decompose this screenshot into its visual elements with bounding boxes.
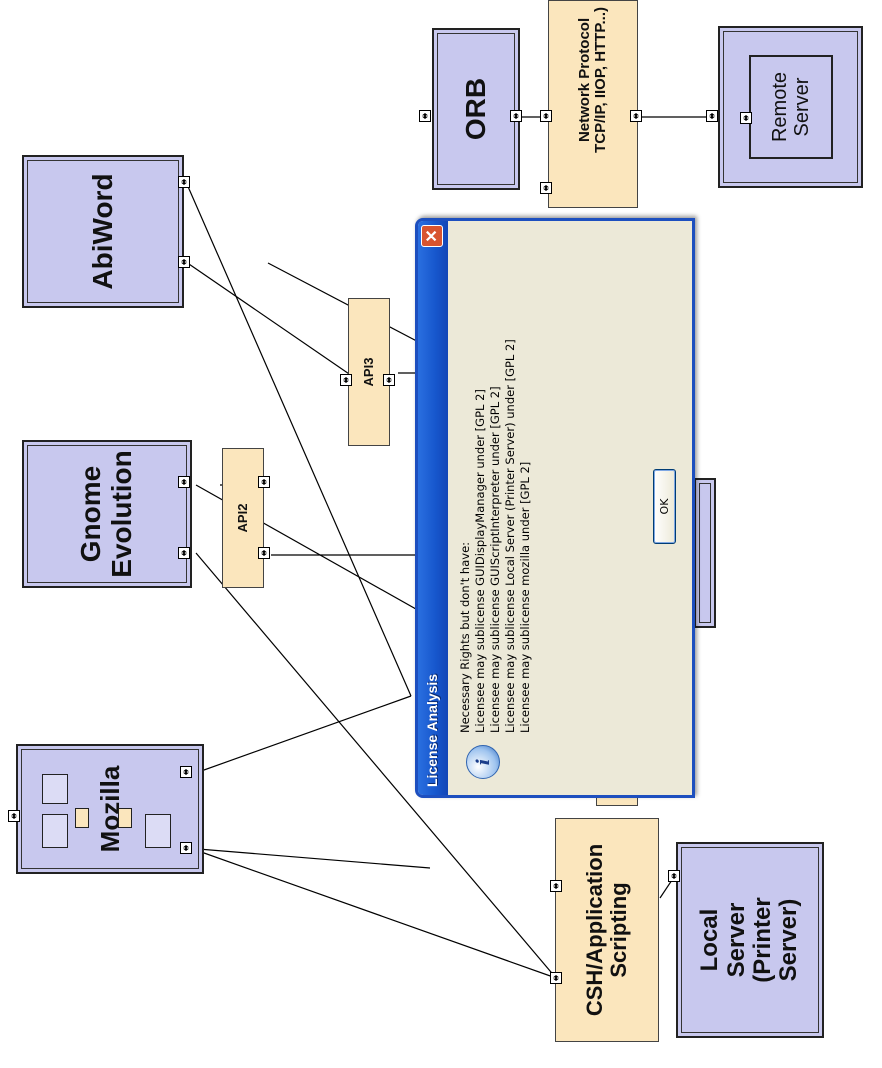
gnome-evolution-component[interactable]: Gnome Evolution	[22, 440, 192, 588]
orb-port-1[interactable]	[510, 110, 522, 122]
network-protocol-label: Network Protocol	[575, 17, 593, 143]
hidden-component	[694, 478, 716, 628]
api2-interface[interactable]: API2	[222, 448, 264, 588]
mozilla-port-top[interactable]	[180, 842, 192, 854]
server-label-1: Server	[722, 902, 750, 978]
csh-port-1[interactable]	[550, 972, 562, 984]
message-line: Licensee may sublicense mozilla under [G…	[518, 461, 532, 733]
evolution-label: Evolution	[106, 450, 137, 578]
remote-server-inner-port[interactable]	[740, 112, 752, 124]
mozilla-component[interactable]: Mozilla	[16, 744, 204, 874]
local-server-component[interactable]: Local Server (Printer Server)	[676, 842, 824, 1038]
gnome-label: Gnome	[75, 465, 107, 563]
network-protocol-sublabel: TCP/IP, IIOP, HTTP...)	[592, 7, 609, 153]
mozilla-inner-interface-2	[118, 808, 132, 828]
csh-label: CSH/Application	[581, 843, 607, 1017]
remote-server-port[interactable]	[706, 110, 718, 122]
api2-port-1[interactable]	[258, 547, 270, 559]
info-icon: i	[466, 745, 500, 779]
orb-component[interactable]: ORB	[432, 28, 520, 190]
csh-port-2[interactable]	[550, 880, 562, 892]
api2-port-2[interactable]	[258, 476, 270, 488]
local-server-port[interactable]	[668, 870, 680, 882]
abiword-port-1[interactable]	[178, 256, 190, 268]
license-analysis-dialog: License Analysis ✕ i Necessary Rights bu…	[415, 218, 695, 798]
mozilla-inner-interface-1	[75, 808, 89, 828]
api3-interface[interactable]: API3	[348, 298, 390, 446]
mozilla-port-bottom[interactable]	[180, 766, 192, 778]
api3-port-2[interactable]	[383, 374, 395, 386]
csh-scripting-interface[interactable]: CSH/Application Scripting	[555, 818, 659, 1042]
message-line: Necessary Rights but don't have:	[458, 541, 472, 733]
api2-label: API2	[234, 503, 250, 533]
server-label: Server	[790, 77, 813, 137]
close-button[interactable]: ✕	[421, 225, 443, 247]
message-line: Licensee may sublicense Local Server (Pr…	[503, 339, 517, 733]
ok-button[interactable]: OK	[653, 469, 676, 544]
api3-port-1[interactable]	[340, 374, 352, 386]
gnome-port-2[interactable]	[178, 476, 190, 488]
remote-server-component[interactable]: Remote Server	[718, 26, 863, 188]
api3-label: API3	[360, 357, 376, 387]
mozilla-inner-box-3	[145, 814, 171, 848]
network-protocol-port-3[interactable]	[540, 182, 552, 194]
mozilla-inner-box-1	[42, 814, 68, 848]
abiword-port-2[interactable]	[178, 176, 190, 188]
message-line: Licensee may sublicense GUIDisplayManage…	[473, 389, 487, 733]
printer-label: (Printer	[749, 897, 776, 983]
abiword-component[interactable]: AbiWord	[22, 155, 184, 308]
network-protocol-port-1[interactable]	[540, 110, 552, 122]
local-label: Local	[696, 908, 724, 972]
dialog-title: License Analysis	[424, 673, 440, 787]
abiword-label: AbiWord	[86, 173, 118, 290]
message-line: Licensee may sublicense GUIScriptInterpr…	[488, 386, 502, 733]
network-protocol-port-2[interactable]	[630, 110, 642, 122]
orb-port-2[interactable]	[419, 110, 431, 122]
dialog-message: Necessary Rights but don't have: License…	[458, 233, 533, 733]
dialog-titlebar[interactable]: License Analysis ✕	[418, 221, 448, 795]
remote-label: Remote	[768, 71, 791, 143]
scripting-label: Scripting	[606, 882, 631, 978]
mozilla-port-left[interactable]	[8, 810, 20, 822]
gnome-port-1[interactable]	[178, 547, 190, 559]
network-protocol-interface[interactable]: Network Protocol TCP/IP, IIOP, HTTP...)	[548, 0, 638, 208]
server-label-2: Server)	[775, 898, 803, 982]
orb-label: ORB	[459, 77, 491, 141]
mozilla-inner-box-2	[42, 774, 68, 804]
